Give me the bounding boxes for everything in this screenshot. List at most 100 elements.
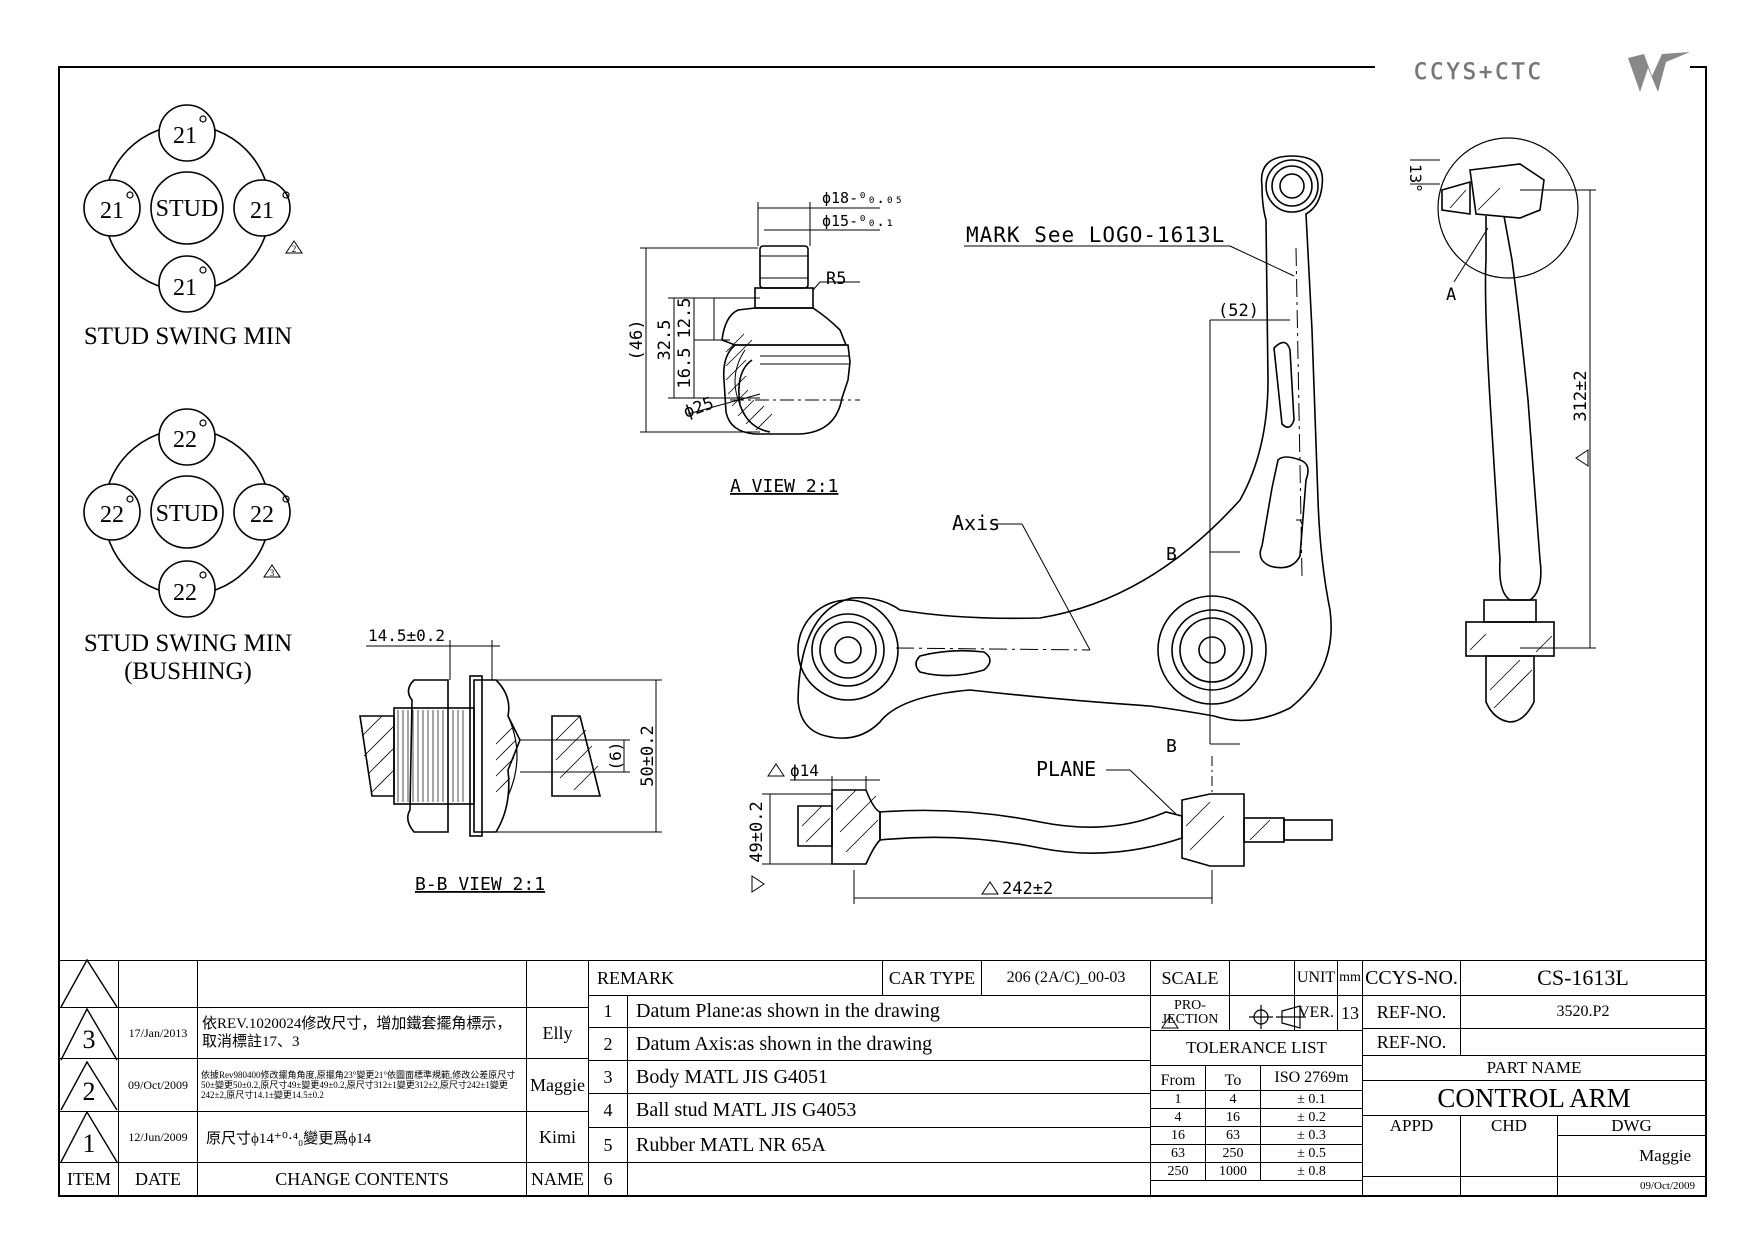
tol-row-4-value: ± 0.5 bbox=[1260, 1144, 1363, 1163]
dim-52: (52) bbox=[1218, 301, 1259, 321]
rev-mark-3: 3 bbox=[270, 568, 275, 578]
tol-row-4-to: 250 bbox=[1205, 1144, 1261, 1163]
tolerance-from-header: From bbox=[1150, 1065, 1206, 1091]
unit-label: UNIT bbox=[1294, 960, 1338, 996]
stud-swing-caption-1: STUD SWING MIN bbox=[84, 323, 292, 350]
control-arm-top-view bbox=[797, 155, 1332, 739]
dwg-label: DWG bbox=[1557, 1115, 1706, 1136]
section-b-label-bottom: B bbox=[1166, 736, 1177, 757]
dim-h325: 32.5 bbox=[655, 320, 675, 361]
tol-row-5-from: 250 bbox=[1150, 1162, 1206, 1181]
ref-no-value: 3520.P2 bbox=[1460, 995, 1706, 1029]
control-arm-front-view bbox=[797, 789, 1333, 867]
remark-6-no: 6 bbox=[588, 1162, 628, 1196]
projection-label-line-2: JECTION bbox=[1161, 1012, 1219, 1027]
dim-d18: ϕ18-⁰₀.₀₅ bbox=[822, 189, 903, 207]
bb-view-bushing bbox=[359, 675, 602, 837]
rev-blank-no bbox=[59, 960, 119, 1008]
dim-49-triangle-icon bbox=[751, 875, 765, 893]
bb-view-dimension-lines bbox=[366, 640, 662, 833]
remark-3-text: Body MATL JIS G4051 bbox=[627, 1060, 1151, 1094]
swing-angle-top-1: 21 bbox=[173, 123, 197, 149]
remark-2-no: 2 bbox=[588, 1027, 628, 1061]
tol-row-1-from: 1 bbox=[1150, 1090, 1206, 1109]
company-logo: CCYS+CTC bbox=[1414, 52, 1690, 92]
rev-blank-content bbox=[197, 960, 527, 1008]
dim-h46: (46) bbox=[627, 320, 647, 361]
side-view-hatch bbox=[1449, 187, 1553, 709]
remark-label: REMARK bbox=[588, 960, 883, 996]
tolerance-standard: ISO 2769m bbox=[1260, 1065, 1363, 1091]
dim-h50: 50±0.2 bbox=[638, 725, 658, 786]
a-view-ball-joint bbox=[721, 245, 851, 435]
tol-row-1-value: ± 0.1 bbox=[1260, 1090, 1363, 1109]
rev-3-content: 依REV.1020024修改尺寸，增加鐵套擺角標示，取消標註17、3 bbox=[197, 1007, 527, 1059]
stud-label-1: STUD bbox=[156, 196, 219, 222]
front-view-hatch bbox=[801, 789, 1271, 853]
rev-2-no: 2 bbox=[59, 1058, 119, 1112]
dim-312-triangle-icon bbox=[1575, 449, 1589, 467]
rev-1-name: Kimi bbox=[526, 1111, 589, 1163]
swing-angle-left-1: 21 bbox=[100, 198, 124, 224]
dim-d15: ϕ15-⁰₀.₁ bbox=[822, 212, 894, 230]
bb-view-title: B-B VIEW 2:1 bbox=[415, 874, 545, 895]
ref-no-value-2 bbox=[1460, 1028, 1706, 1056]
stud-swing-diagram-2 bbox=[83, 408, 291, 618]
plane-label: PLANE bbox=[1036, 757, 1096, 781]
unit-value: mm bbox=[1337, 960, 1363, 996]
axis-label: Axis bbox=[952, 511, 1000, 535]
angle-13: 13° bbox=[1406, 164, 1425, 193]
stud-swing-diagram-1 bbox=[83, 104, 303, 313]
tol-row-5-to: 1000 bbox=[1205, 1162, 1261, 1181]
remark-4-no: 4 bbox=[588, 1093, 628, 1128]
rev-3-date: 17/Jan/2013 bbox=[118, 1007, 198, 1059]
swing-angle-left-2: 22 bbox=[100, 502, 124, 528]
ref-no-label: REF-NO. bbox=[1362, 995, 1461, 1029]
mark-note: MARK See LOGO-1613L bbox=[966, 223, 1225, 247]
ver-value: 13 bbox=[1337, 995, 1363, 1031]
remark-6-text bbox=[627, 1162, 1151, 1196]
rev-3-name: Elly bbox=[526, 1007, 589, 1059]
drawn-date: 09/Oct/2009 bbox=[1557, 1176, 1706, 1196]
rev-1-date: 12/Jun/2009 bbox=[118, 1111, 198, 1163]
remark-3-no: 3 bbox=[588, 1060, 628, 1094]
title-block: 3 17/Jan/2013 依REV.1020024修改尺寸，增加鐵套擺角標示，… bbox=[59, 960, 1706, 1196]
dim-h125: 12.5 bbox=[675, 298, 695, 339]
car-type-label: CAR TYPE bbox=[882, 960, 982, 996]
tol-row-3-to: 63 bbox=[1205, 1126, 1261, 1145]
header-item: ITEM bbox=[59, 1162, 119, 1196]
projection-label: PRO- JECTION bbox=[1150, 995, 1230, 1031]
tol-row-1-to: 4 bbox=[1205, 1090, 1261, 1109]
tol-row-2-from: 4 bbox=[1150, 1108, 1206, 1127]
stud-swing-caption-2-line-1: STUD SWING MIN bbox=[84, 630, 292, 657]
a-view-title: A VIEW 2:1 bbox=[730, 476, 838, 497]
remark-1-text: Datum Plane:as shown in the drawing bbox=[627, 995, 1151, 1028]
drawn-by: Maggie bbox=[1557, 1135, 1706, 1177]
dim-w145: 14.5±0.2 bbox=[368, 626, 445, 645]
tol-row-3-from: 16 bbox=[1150, 1126, 1206, 1145]
ccys-no-label: CCYS-NO. bbox=[1362, 960, 1461, 996]
control-arm-top-view-annotations bbox=[895, 245, 1295, 745]
swing-angle-right-1: 21 bbox=[250, 198, 274, 224]
dim-h165: 16.5 bbox=[675, 348, 695, 389]
scale-label: SCALE bbox=[1150, 960, 1230, 996]
swing-angle-bottom-2: 22 bbox=[173, 580, 197, 606]
car-type-value: 206 (2A/C)_00-03 bbox=[981, 960, 1151, 996]
stud-swing-caption-2-line-2: (BUSHING) bbox=[124, 658, 252, 685]
section-b-label-top: B bbox=[1166, 544, 1177, 565]
tolerance-title: TOLERANCE LIST bbox=[1150, 1030, 1363, 1066]
tol-row-2-to: 16 bbox=[1205, 1108, 1261, 1127]
tol-row-3-value: ± 0.3 bbox=[1260, 1126, 1363, 1145]
dim-r5: R5 bbox=[826, 269, 846, 289]
projection-symbol-cell bbox=[1229, 995, 1295, 1031]
rev-2-name: Maggie bbox=[526, 1058, 589, 1112]
header-change-contents: CHANGE CONTENTS bbox=[197, 1162, 527, 1196]
rev-blank-name bbox=[526, 960, 589, 1008]
rev-1-no: 1 bbox=[59, 1111, 119, 1163]
appd-bottom bbox=[1362, 1176, 1461, 1196]
a-view-dimension-lines bbox=[640, 202, 880, 433]
chd-bottom bbox=[1460, 1176, 1558, 1196]
part-name-label: PART NAME bbox=[1362, 1055, 1706, 1081]
logo-emblem-icon bbox=[1628, 52, 1690, 92]
